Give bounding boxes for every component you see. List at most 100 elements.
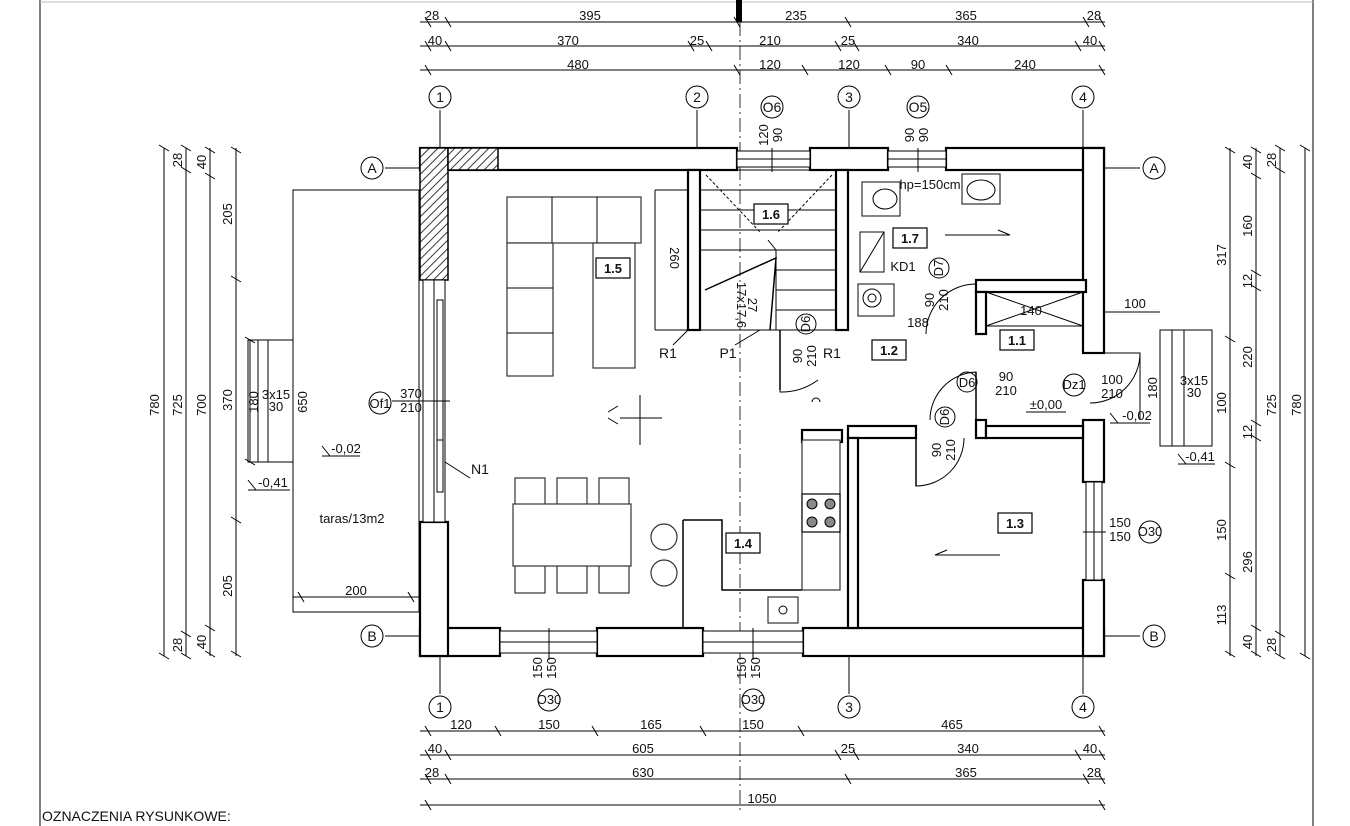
bathroom-fixtures (857, 173, 1084, 327)
bottom-dim-1-5: 465 (941, 717, 963, 732)
room-1-4: 1.4 (734, 536, 753, 551)
annotations: O6 120 90 O5 90 90 hp=150cm KD1 D7 90 21… (368, 95, 1163, 712)
axis-bubble-b-left: B (367, 628, 376, 644)
axis-bubble-3-top: 3 (845, 89, 853, 105)
window-of1-dims: 370 (400, 386, 422, 401)
top-dim-2-7: 40 (1083, 33, 1097, 48)
chimney-hatch (419, 147, 449, 281)
sofa-back (506, 196, 642, 244)
door-d6-hall-label: D6 (959, 375, 976, 390)
top-dim-2-6: 340 (957, 33, 979, 48)
svg-text:90: 90 (999, 369, 1013, 384)
right-dim-12-b: 12 (1240, 425, 1255, 439)
bottom-dim-1-4: 150 (742, 717, 764, 732)
axis-bubble-a-left: A (367, 160, 377, 176)
top-dim-1-3: 235 (785, 8, 807, 23)
window-of1-label: Of1 (370, 396, 391, 411)
bottom-dim-3-2: 630 (632, 765, 654, 780)
axis-bubble-a-right: A (1149, 160, 1159, 176)
left-dim-180: 180 (246, 391, 261, 413)
right-dim-725: 725 (1264, 394, 1279, 416)
legend-heading: OZNACZENIA RYSUNKOWE: (42, 808, 231, 824)
room-1-2: 1.2 (880, 343, 898, 358)
dim-140: 140 (1020, 303, 1042, 318)
left-dim-28-bottom: 28 (170, 638, 185, 652)
bottom-dim-1-1: 120 (450, 717, 472, 732)
right-dim-296: 296 (1240, 551, 1255, 573)
svg-text:210: 210 (1101, 386, 1123, 401)
left-dim-700: 700 (194, 394, 209, 416)
level-entrance: -0,02 (1122, 408, 1152, 423)
window-o5-label: O5 (909, 99, 928, 115)
dining-table (512, 503, 632, 567)
right-dim-220: 220 (1240, 346, 1255, 368)
axis-bubble-3-bottom: 3 (845, 699, 853, 715)
right-dim-100: 100 (1214, 392, 1229, 414)
terrace-steps (247, 339, 294, 463)
door-d7-dims: 90 (922, 293, 937, 307)
svg-text:150: 150 (748, 657, 763, 679)
left-dim-780: 780 (147, 394, 162, 416)
kitchen-sink (767, 596, 799, 624)
window-o30-bm-label: O30 (741, 692, 766, 707)
terrace-dim-200: 200 (345, 583, 367, 598)
top-dim-2-3: 25 (690, 33, 704, 48)
door-d6-stairs-label: D6 (798, 316, 813, 333)
entrance-dim-100: 100 (1124, 296, 1146, 311)
cooktop (801, 493, 841, 533)
right-dim-28-bottom: 28 (1264, 638, 1279, 652)
terrace-label: taras/13m2 (319, 511, 384, 526)
right-dim-28-top: 28 (1264, 153, 1279, 167)
stool-1 (650, 523, 678, 551)
window-sill-height: hp=150cm (899, 177, 960, 192)
room-1-6: 1.6 (762, 207, 780, 222)
room-1-5: 1.5 (604, 261, 622, 276)
window-o30-bl-dims: 150 (530, 657, 545, 679)
top-dimension-chains: 28 395 235 365 28 40 370 25 210 25 340 4… (420, 8, 1106, 76)
dim-188: 188 (907, 315, 929, 330)
svg-text:100: 100 (1101, 372, 1123, 387)
left-dim-725: 725 (170, 394, 185, 416)
toilet (861, 181, 901, 217)
left-dimension-chains: 780 28 725 28 40 700 40 205 370 205 180 … (147, 144, 310, 660)
stool-2 (650, 559, 678, 587)
top-dim-3-1: 480 (567, 57, 589, 72)
right-dim-113: 113 (1214, 605, 1229, 626)
left-dim-205-top: 205 (220, 203, 235, 225)
window-o6-dims: 120 (756, 124, 771, 146)
washbasin (961, 173, 1001, 205)
level-ground-left: -0,41 (258, 475, 288, 490)
doors (779, 283, 1141, 487)
page-divider-mark (736, 0, 742, 22)
left-dim-40-top: 40 (194, 155, 209, 169)
bottom-dimension-chains: 120 150 165 150 465 40 605 25 340 40 28 … (420, 717, 1106, 811)
bottom-dim-2-5: 40 (1083, 741, 1097, 756)
bottom-dim-2-4: 340 (957, 741, 979, 756)
window-o30-bm-dims: 150 (734, 657, 749, 679)
window-o30-right-label: O30 (1138, 524, 1163, 539)
right-dim-40-top: 40 (1240, 155, 1255, 169)
living-room-furniture (506, 196, 841, 628)
stair-27: 27 (745, 298, 760, 312)
bottom-dim-3-4: 28 (1087, 765, 1101, 780)
right-dim-780: 780 (1289, 394, 1304, 416)
svg-text:90: 90 (770, 128, 785, 142)
room-1-3: 1.3 (1006, 516, 1024, 531)
level-terrace: -0,02 (331, 441, 361, 456)
kitchen-island (682, 519, 802, 628)
svg-text:210: 210 (995, 383, 1017, 398)
axis-bubble-2-top: 2 (693, 89, 701, 105)
top-dim-1-1: 28 (425, 8, 439, 23)
top-dim-1-4: 365 (955, 8, 977, 23)
top-dim-1-2: 395 (579, 8, 601, 23)
svg-text:210: 210 (936, 289, 951, 311)
top-dim-2-4: 210 (759, 33, 781, 48)
label-kd1: KD1 (890, 259, 915, 274)
stair-spec: 17x17,6 (734, 282, 749, 328)
right-dim-150: 150 (1214, 519, 1229, 541)
top-dim-2-2: 370 (557, 33, 579, 48)
axis-bubble-4-bottom: 4 (1079, 699, 1087, 715)
window-o6-label: O6 (763, 99, 782, 115)
